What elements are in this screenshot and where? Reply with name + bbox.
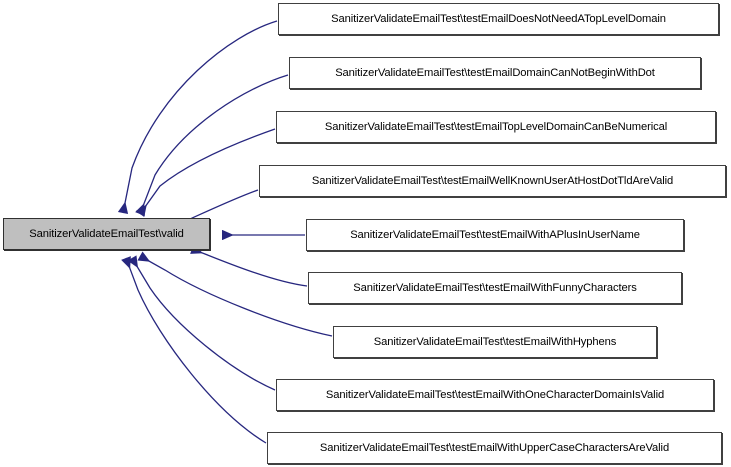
graph-node-label: SanitizerValidateEmailTest\testEmailWith… — [353, 281, 637, 294]
graph-node-current[interactable]: SanitizerValidateEmailTest\valid — [3, 218, 210, 250]
graph-node-caller-7[interactable]: SanitizerValidateEmailTest\testEmailWith… — [276, 379, 714, 411]
graph-node-caller-0[interactable]: SanitizerValidateEmailTest\testEmailDoes… — [278, 3, 719, 35]
graph-node-label: SanitizerValidateEmailTest\testEmailWith… — [319, 441, 670, 454]
graph-node-label: SanitizerValidateEmailTest\testEmailWith… — [373, 335, 617, 348]
edge-to-testEmailTopLevelDomainCanBeNumerical — [135, 128, 276, 218]
graph-node-caller-4[interactable]: SanitizerValidateEmailTest\testEmailWith… — [306, 219, 684, 251]
graph-node-label: SanitizerValidateEmailTest\testEmailDoma… — [335, 66, 655, 79]
graph-node-label: SanitizerValidateEmailTest\testEmailWith… — [325, 388, 665, 401]
graph-node-label: SanitizerValidateEmailTest\testEmailWith… — [350, 228, 640, 241]
graph-node-caller-2[interactable]: SanitizerValidateEmailTest\testEmailTopL… — [276, 111, 716, 143]
graph-node-caller-6[interactable]: SanitizerValidateEmailTest\testEmailWith… — [333, 326, 657, 358]
graph-node-label: SanitizerValidateEmailTest\testEmailWell… — [311, 174, 674, 187]
graph-node-caller-1[interactable]: SanitizerValidateEmailTest\testEmailDoma… — [289, 57, 701, 89]
graph-node-label: SanitizerValidateEmailTest\testEmailTopL… — [324, 120, 668, 133]
graph-node-caller-5[interactable]: SanitizerValidateEmailTest\testEmailWith… — [308, 272, 682, 304]
edge-to-testEmailWithHyphens — [137, 251, 333, 337]
edge-to-testEmailWithOneCharacterDomainIsValid — [127, 255, 276, 391]
edge-to-testEmailDoesNotNeedATopLevelDomain — [117, 20, 278, 215]
graph-node-caller-8[interactable]: SanitizerValidateEmailTest\testEmailWith… — [267, 432, 722, 464]
graph-node-caller-3[interactable]: SanitizerValidateEmailTest\testEmailWell… — [259, 165, 726, 197]
graph-node-label: SanitizerValidateEmailTest\testEmailDoes… — [331, 12, 666, 25]
edge-to-testEmailWithFunnyCharacters — [190, 244, 308, 287]
graph-node-label: SanitizerValidateEmailTest\valid — [29, 227, 184, 240]
edge-to-testEmailWithUpperCaseCharactersAreValid — [121, 256, 267, 444]
